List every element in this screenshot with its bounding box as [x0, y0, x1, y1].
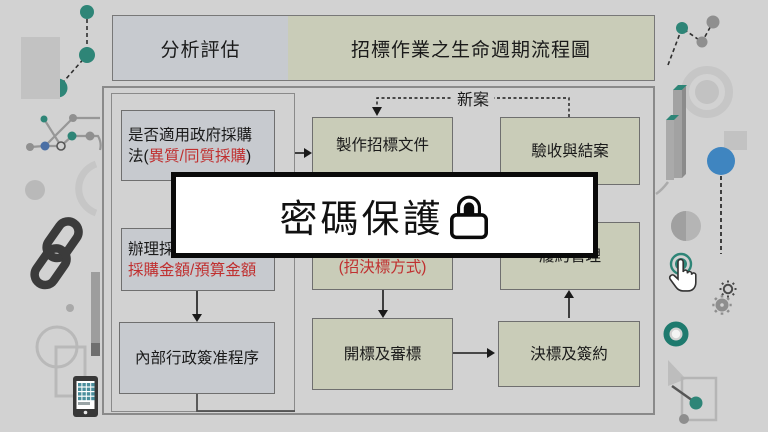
flow-box-award-and-sign: 決標及簽約	[498, 321, 640, 387]
click-cursor-icon	[668, 252, 697, 292]
internal-approval-label: 內部行政簽准程序	[134, 349, 259, 367]
flowchart-frame	[102, 86, 655, 415]
arc-shape	[75, 160, 98, 217]
applicability-line2-pre: 法(	[128, 147, 149, 165]
handle-line2: 採購金額/預算金額	[128, 261, 257, 279]
teal-donut-icon	[663, 321, 689, 347]
line-chart-icon	[26, 114, 102, 151]
award-and-sign-label: 決標及簽約	[530, 345, 608, 363]
header-cell-title: 招標作業之生命週期流程圖	[288, 15, 655, 81]
acceptance-closure-label: 驗收與結案	[531, 142, 609, 160]
flow-box-make-tender-docs: 製作招標文件	[312, 117, 453, 173]
bar-pillars-icon	[655, 85, 687, 196]
dot-shape	[66, 304, 74, 312]
smartphone-icon	[73, 376, 98, 417]
circle-blob	[25, 180, 45, 200]
two-tone-circle	[671, 211, 701, 241]
square-shape	[724, 131, 747, 150]
donut-gray-icon	[681, 66, 733, 118]
header-left-label: 分析評估	[160, 39, 241, 61]
rectangle-shape	[21, 37, 60, 99]
open-and-review-label: 開標及審標	[343, 345, 422, 363]
make-tender-docs-label: 製作招標文件	[335, 136, 429, 154]
new-case-text: 新案	[456, 92, 489, 109]
blue-circle	[707, 147, 735, 175]
applicability-line2: 法(異質/同質採購)	[128, 146, 272, 167]
flow-box-open-and-review: 開標及審標	[312, 318, 453, 390]
tender-award-method-label: (招決標方式)	[338, 259, 427, 276]
lock-icon	[449, 195, 488, 240]
square-outline	[54, 345, 87, 398]
password-protect-overlay: 密碼保護	[171, 172, 598, 258]
applicability-line1: 是否適用政府採購	[128, 126, 253, 144]
bar-shape	[91, 272, 100, 356]
zigzag-dots-icon	[667, 15, 720, 66]
network-nodes-icon	[668, 360, 718, 424]
flow-box-internal-approval: 內部行政簽准程序	[119, 322, 275, 394]
page-title: 招標作業之生命週期流程圖	[350, 39, 591, 61]
applicability-line2-red: 異質/同質採購	[148, 147, 246, 165]
password-protect-label: 密碼保護	[279, 198, 444, 241]
header-cell-analysis: 分析評估	[112, 15, 289, 81]
new-case-label: 新案	[452, 88, 494, 109]
gear-icon	[712, 280, 737, 315]
flow-box-applicability: 是否適用政府採購 法(異質/同質採購)	[121, 110, 275, 181]
applicability-line2-post: )	[245, 147, 252, 165]
chain-link-icon	[30, 217, 83, 290]
